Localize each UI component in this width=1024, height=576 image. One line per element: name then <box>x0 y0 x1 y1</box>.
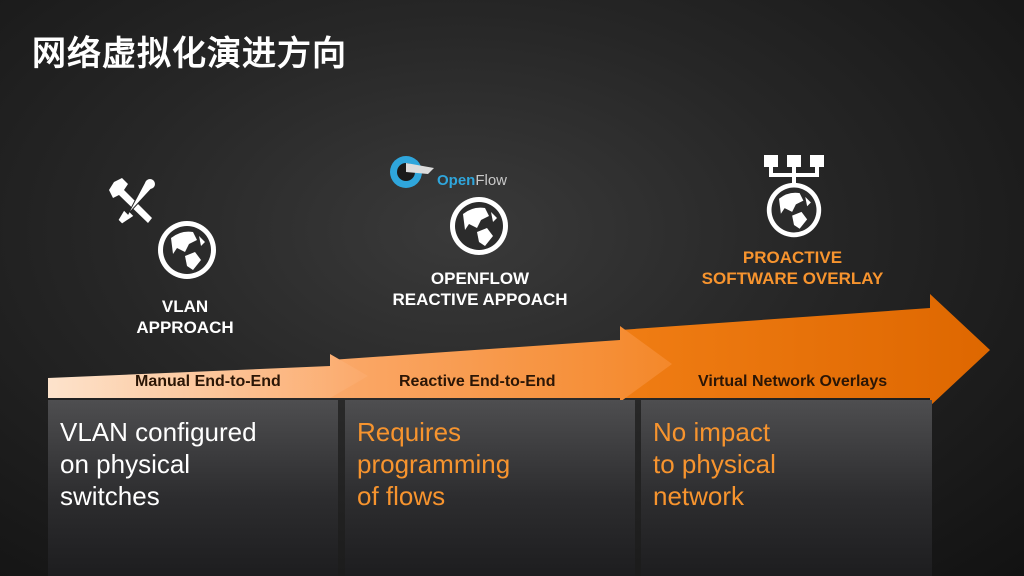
panel-text-openflow: Requires programming of flows <box>357 417 511 511</box>
arrow-segment-overlay <box>620 294 990 406</box>
stage-heading-overlay: PROACTIVE SOFTWARE OVERLAY <box>701 248 884 288</box>
stage-heading-vlan: VLAN APPROACH <box>136 297 234 337</box>
globe-icon <box>450 197 508 255</box>
panel-overlay: No impact to physical network <box>641 400 932 576</box>
network-tree-icon <box>764 155 824 183</box>
slide-title: 网络虚拟化演进方向 <box>32 34 347 74</box>
arrow-label-reactive: Reactive End-to-End <box>399 373 556 390</box>
stage-heading-openflow: OPENFLOW REACTIVE APPOACH <box>392 269 568 309</box>
arrow-label-manual: Manual End-to-End <box>135 373 281 390</box>
panel-openflow: Requires programming of flows <box>345 400 635 576</box>
tools-icon <box>109 178 155 225</box>
openflow-logo-text: OpenFlow <box>437 172 507 189</box>
openflow-logo-icon <box>390 156 434 188</box>
globe-icon <box>766 182 822 238</box>
openflow-open: Open <box>437 172 476 189</box>
openflow-flow: Flow <box>475 172 508 189</box>
globe-icon <box>158 221 216 279</box>
panel-text-overlay: No impact to physical network <box>653 417 776 511</box>
arrow-label-overlays: Virtual Network Overlays <box>698 373 888 390</box>
arrow-segment-openflow <box>330 326 672 402</box>
panel-text-vlan: VLAN configured on physical switches <box>60 417 257 511</box>
panel-vlan: VLAN configured on physical switches <box>48 400 338 576</box>
arrow-segment-vlan <box>48 354 368 398</box>
